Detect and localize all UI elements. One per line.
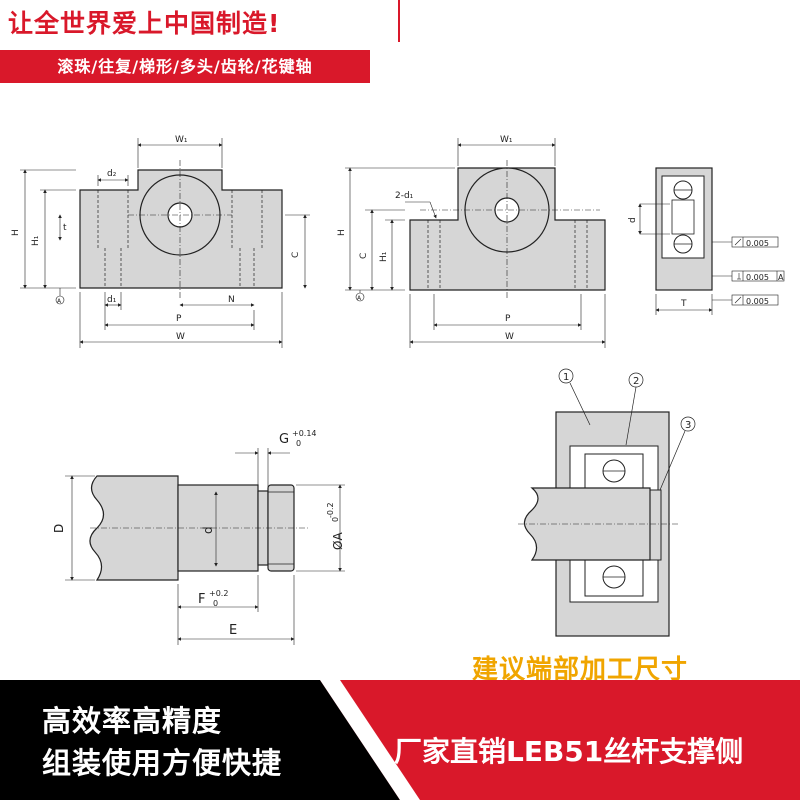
label-a-upper: 0	[331, 517, 340, 522]
label-d-shaft: d	[201, 526, 215, 534]
label-2-d1: 2-d₁	[395, 191, 414, 201]
technical-drawings: W₁ d₂ H H₁ t C d₁ N P W A	[11, 135, 785, 645]
footer-banner: 高效率高精度 组装使用方便快捷 厂家直销LEB51丝杆支撑侧	[0, 680, 800, 800]
label-f-lower: 0	[213, 599, 218, 608]
footer-line1: 高效率高精度	[42, 704, 223, 738]
label-g: G	[279, 432, 289, 447]
divider-line	[398, 0, 400, 42]
tolerance-flatness-2: 0.005	[746, 297, 769, 306]
label-h1-alt: H₁	[379, 251, 389, 262]
side-section-drawing: d T 0.005 0.005 A 0.005	[628, 167, 785, 315]
label-d1: d₁	[107, 295, 117, 305]
label-f-upper: +0.2	[209, 589, 228, 598]
label-d-big: D	[52, 524, 66, 533]
label-a-lower: -0.2	[326, 502, 335, 518]
label-d-side: d	[628, 217, 638, 223]
product-tags-bar: 滚珠/往复/梯形/多头/齿轮/花键轴	[0, 50, 370, 83]
footer-line2: 组装使用方便快捷	[42, 746, 283, 780]
callout-2: 2	[633, 376, 639, 387]
callout-3: 3	[685, 420, 691, 431]
label-h: H	[11, 229, 21, 236]
label-f: F	[198, 592, 205, 607]
assembly-section-drawing: 1 2 3	[518, 368, 696, 637]
label-t: t	[63, 223, 67, 233]
label-t-side: T	[680, 299, 687, 309]
slogan-title: 让全世界爱上中国制造!	[8, 9, 281, 38]
tolerance-ref-a: A	[778, 273, 784, 282]
label-p: P	[176, 314, 182, 324]
front-view-drawing: W₁ d₂ H H₁ t C d₁ N P W A	[11, 135, 310, 348]
label-e: E	[229, 623, 237, 638]
label-g-lower: 0	[296, 439, 301, 448]
shaft-end-drawing: D d G +0.14 0 ØA -0.2 0 F +0.2 0 E	[52, 429, 345, 645]
label-w1-alt: W₁	[500, 135, 513, 145]
label-n: N	[228, 295, 235, 305]
label-w: W	[176, 332, 185, 342]
label-g-upper: +0.14	[292, 429, 317, 438]
label-c-alt: C	[359, 253, 369, 259]
tolerance-flatness-1: 0.005	[746, 239, 769, 248]
label-a: ØA	[331, 532, 345, 550]
tolerance-perpendicularity: 0.005	[746, 273, 769, 282]
datum-a-alt: A	[357, 295, 362, 302]
label-p-alt: P	[505, 314, 511, 324]
label-h-alt: H	[337, 229, 347, 236]
datum-a: A	[57, 298, 62, 305]
label-h1: H₁	[31, 235, 41, 246]
label-d2: d₂	[107, 169, 117, 179]
label-w1: W₁	[175, 135, 188, 145]
label-w-alt: W	[505, 332, 514, 342]
footer-product-name: 厂家直销LEB51丝杆支撑侧	[394, 735, 744, 768]
label-c: C	[291, 252, 301, 258]
alt-view-drawing: W₁ 2-d₁ H C H₁ P W A	[337, 135, 606, 348]
callout-1: 1	[563, 372, 569, 383]
